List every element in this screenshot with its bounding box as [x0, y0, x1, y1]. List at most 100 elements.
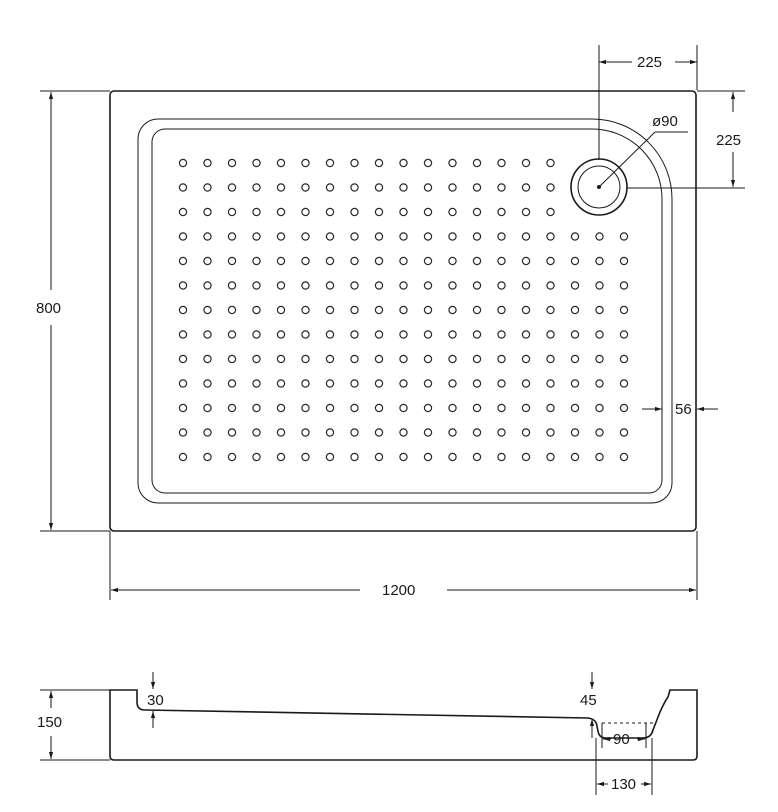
edge-label: 56: [675, 401, 692, 418]
anti-slip-dot: [399, 183, 408, 192]
anti-slip-dot: [423, 281, 433, 290]
anti-slip-dot: [276, 256, 286, 266]
anti-slip-dot: [423, 330, 433, 339]
anti-slip-dot: [350, 281, 359, 290]
anti-slip-dot: [595, 330, 604, 339]
anti-slip-dot: [325, 305, 335, 315]
anti-slip-dot: [178, 330, 188, 339]
anti-slip-dot: [423, 207, 433, 217]
anti-slip-dot: [252, 354, 261, 364]
anti-slip-dot: [203, 207, 212, 217]
anti-slip-dot: [252, 330, 261, 339]
anti-slip-dot: [301, 403, 310, 413]
anti-slip-dot: [423, 452, 433, 462]
anti-slip-dot: [399, 452, 408, 462]
anti-slip-dot: [252, 207, 261, 217]
anti-slip-dot: [448, 379, 457, 388]
anti-slip-dot: [374, 428, 384, 437]
anti-slip-dot: [497, 379, 506, 388]
dim-depth-left: 30: [147, 672, 164, 728]
tray-rim: [137, 118, 673, 504]
anti-slip-dot: [619, 256, 629, 266]
anti-slip-dot: [399, 428, 408, 437]
anti-slip-dot: [203, 428, 212, 437]
anti-slip-dot: [546, 281, 555, 290]
anti-slip-dot: [423, 305, 433, 315]
anti-slip-dot: [472, 428, 482, 437]
anti-slip-dot: [595, 403, 604, 413]
anti-slip-dot: [497, 403, 506, 413]
anti-slip-dot: [301, 158, 310, 168]
anti-slip-dot: [570, 281, 580, 290]
dim-edge: 56: [642, 401, 718, 418]
anti-slip-dot: [276, 379, 286, 388]
anti-slip-dot: [570, 232, 580, 241]
anti-slip-dot: [472, 232, 482, 241]
anti-slip-dot: [423, 403, 433, 413]
anti-slip-dot: [227, 232, 237, 241]
anti-slip-dot: [497, 305, 506, 315]
anti-slip-dot: [350, 207, 359, 217]
anti-slip-dot: [546, 428, 555, 437]
anti-slip-dot: [276, 305, 286, 315]
anti-slip-dot: [227, 207, 237, 217]
anti-slip-dot: [546, 207, 555, 217]
anti-slip-dot: [619, 379, 629, 388]
anti-slip-dot: [497, 256, 506, 266]
anti-slip-dot: [374, 330, 384, 339]
drain-outer-label: 130: [611, 776, 636, 793]
anti-slip-dot: [521, 207, 531, 217]
anti-slip-dot: [546, 256, 555, 266]
dim-height: 800: [36, 90, 110, 532]
anti-slip-dot: [301, 232, 310, 241]
anti-slip-dot: [521, 281, 531, 290]
anti-slip-dot: [325, 330, 335, 339]
anti-slip-dot: [497, 232, 506, 241]
anti-slip-dot: [546, 330, 555, 339]
anti-slip-dot: [350, 330, 359, 339]
side-view: 150 30 45 90 130: [37, 672, 698, 795]
anti-slip-dot: [227, 183, 237, 192]
anti-slip-dot: [276, 330, 286, 339]
anti-slip-dot: [570, 379, 580, 388]
anti-slip-dot: [203, 330, 212, 339]
anti-slip-dot: [595, 428, 604, 437]
depth-right-label: 45: [580, 692, 597, 709]
anti-slip-dot: [521, 379, 531, 388]
drain-width-label: 90: [613, 731, 630, 748]
anti-slip-dot: [350, 379, 359, 388]
anti-slip-dot: [423, 232, 433, 241]
anti-slip-dot: [448, 256, 457, 266]
dim-drain-width: 90: [601, 723, 647, 748]
anti-slip-dot: [325, 207, 335, 217]
anti-slip-dot: [497, 354, 506, 364]
anti-slip-dots: [178, 158, 629, 462]
anti-slip-dot: [570, 452, 580, 462]
anti-slip-dot: [374, 183, 384, 192]
anti-slip-dot: [252, 305, 261, 315]
anti-slip-dot: [521, 403, 531, 413]
anti-slip-dot: [472, 330, 482, 339]
side-profile: [109, 689, 698, 761]
anti-slip-dot: [203, 183, 212, 192]
anti-slip-dot: [325, 158, 335, 168]
drain-leader: [598, 131, 656, 188]
anti-slip-dot: [276, 452, 286, 462]
anti-slip-dot: [227, 330, 237, 339]
anti-slip-dot: [301, 379, 310, 388]
anti-slip-dot: [399, 207, 408, 217]
anti-slip-dot: [227, 452, 237, 462]
anti-slip-dot: [252, 281, 261, 290]
anti-slip-dot: [423, 354, 433, 364]
anti-slip-dot: [472, 403, 482, 413]
anti-slip-dot: [203, 403, 212, 413]
anti-slip-dot: [301, 330, 310, 339]
anti-slip-dot: [350, 305, 359, 315]
anti-slip-dot: [350, 158, 359, 168]
anti-slip-dot: [178, 403, 188, 413]
anti-slip-dot: [423, 183, 433, 192]
anti-slip-dot: [472, 305, 482, 315]
anti-slip-dot: [595, 256, 604, 266]
dim-drain-y: 225: [627, 90, 745, 189]
anti-slip-dot: [619, 305, 629, 315]
